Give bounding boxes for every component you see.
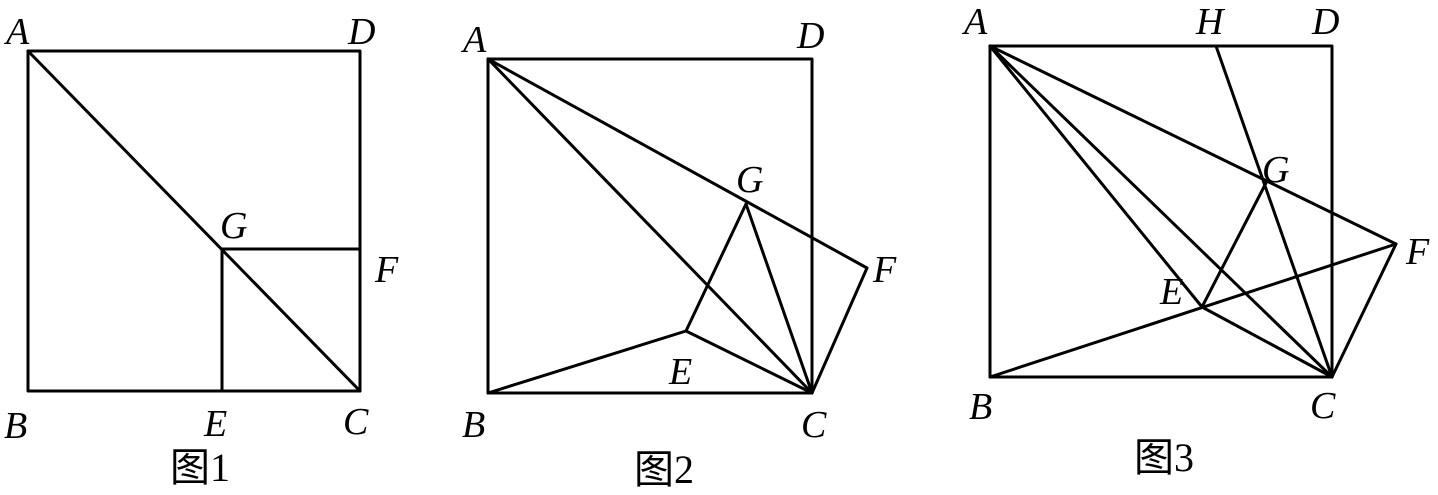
segment-be	[486, 329, 688, 395]
segment-ec	[1200, 305, 1334, 379]
label-e: E	[203, 403, 227, 445]
segment-hc	[1214, 44, 1334, 379]
segment-eg	[1200, 181, 1268, 309]
label-f: F	[872, 249, 897, 291]
segment-ae	[988, 44, 1204, 309]
figure-3-caption: 图3	[1134, 435, 1194, 480]
figure-2: A D G F E B C 图2	[460, 15, 897, 492]
segment-bf	[988, 242, 1398, 379]
figure-1-labels: A D G F B E C	[3, 11, 399, 447]
segment-fc	[1330, 242, 1398, 379]
label-c: C	[1310, 385, 1336, 427]
segment-af	[486, 57, 869, 270]
label-d: D	[796, 15, 824, 57]
label-e: E	[668, 351, 692, 393]
label-b: B	[462, 404, 485, 446]
label-g: G	[736, 159, 763, 201]
label-g: G	[220, 205, 247, 247]
figure-3-labels: A H D G F E B C	[961, 1, 1430, 428]
diagonal-ac	[988, 44, 1334, 379]
label-b: B	[969, 386, 992, 428]
diagonal-ac	[486, 57, 814, 395]
label-f: F	[374, 249, 399, 291]
figure-3-lines	[988, 44, 1398, 379]
segment-gc	[744, 202, 814, 395]
label-c: C	[343, 401, 369, 443]
label-f: F	[1405, 231, 1430, 273]
label-a: A	[3, 11, 30, 53]
figure-2-labels: A D G F E B C	[460, 15, 897, 446]
segment-ec	[684, 329, 814, 395]
segment-fc	[810, 266, 869, 395]
figure-1-lines	[26, 49, 362, 393]
figure-2-caption: 图2	[634, 447, 694, 492]
diagonal-ac	[26, 49, 362, 393]
figure-1-caption: 图1	[170, 445, 230, 490]
label-g: G	[1262, 149, 1289, 191]
label-c: C	[801, 404, 827, 446]
label-d: D	[347, 11, 375, 53]
segment-af	[988, 44, 1398, 246]
figure-2-lines	[486, 57, 869, 395]
figure-3: A H D G F E B C 图3	[961, 1, 1430, 480]
label-d: D	[1311, 1, 1339, 43]
label-e: E	[1159, 271, 1183, 313]
figure-1: A D G F B E C 图1	[3, 11, 399, 490]
label-a: A	[460, 19, 487, 61]
segment-eg	[684, 202, 748, 333]
label-h: H	[1195, 1, 1226, 43]
label-a: A	[961, 1, 988, 43]
label-b: B	[4, 405, 27, 447]
